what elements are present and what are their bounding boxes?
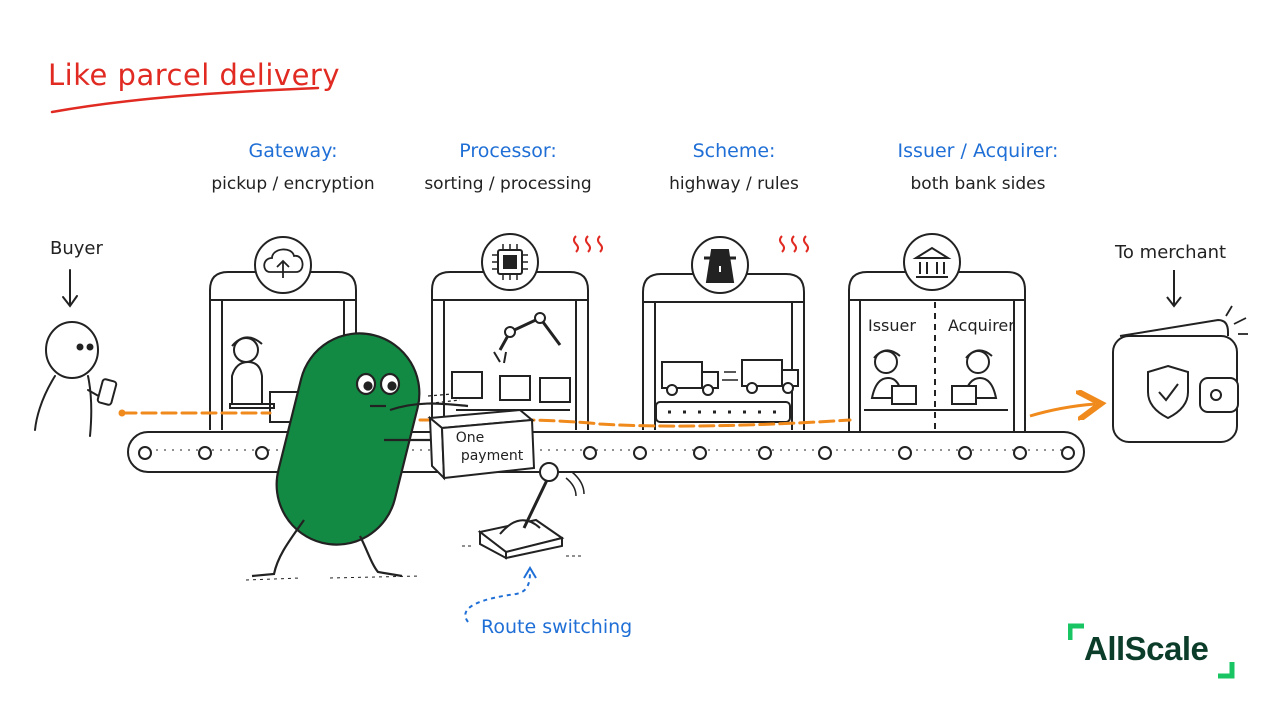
stage-subtitle-processor: sorting / processing	[424, 174, 592, 194]
stage-subtitle-scheme: highway / rules	[669, 174, 799, 194]
package-label-line2: payment	[461, 448, 524, 464]
conveyor-belt	[127, 431, 1085, 473]
headline: Like parcel delivery	[48, 58, 341, 92]
package-label-line1: One	[456, 430, 485, 446]
stage-subtitle-issuer-acquirer: both bank sides	[910, 174, 1046, 194]
logo-brackets	[1068, 623, 1235, 679]
stage-title-scheme: Scheme:	[692, 140, 776, 162]
route-switch-lever	[462, 462, 585, 560]
allscale-logo: AllScale	[1068, 622, 1236, 680]
payment-package	[423, 393, 536, 481]
stage-title-processor: Processor:	[459, 140, 557, 162]
stage-subtitle-gateway: pickup / encryption	[211, 174, 375, 194]
processor-booth	[431, 233, 589, 430]
buyer-label: Buyer	[50, 238, 103, 259]
wallet-shield-icon	[1112, 270, 1248, 443]
logo-text: AllScale	[1084, 630, 1209, 667]
stage-title-gateway: Gateway:	[248, 140, 338, 162]
scheme-booth	[642, 236, 805, 430]
route-arrow	[464, 571, 531, 623]
issuer-acquirer-booth	[848, 233, 1026, 432]
heat-wavy-icon	[573, 235, 809, 253]
acquirer-label: Acquirer	[948, 316, 1015, 335]
flow-arrow	[1029, 404, 1095, 416]
gateway-booth	[209, 236, 357, 430]
issuer-label: Issuer	[868, 316, 916, 335]
stage-title-issuer-acquirer: Issuer / Acquirer:	[897, 140, 1059, 162]
mascot-character	[245, 332, 469, 581]
buyer-figure	[34, 269, 118, 437]
route-switching-label: Route switching	[481, 616, 633, 638]
merchant-label: To merchant	[1115, 242, 1227, 263]
